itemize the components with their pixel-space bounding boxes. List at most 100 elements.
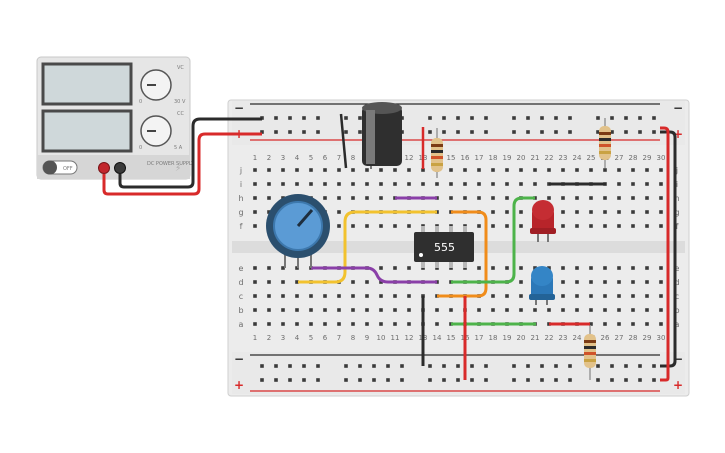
breadboard-hole[interactable] — [407, 294, 411, 298]
breadboard-hole[interactable] — [295, 280, 299, 284]
rail-hole[interactable] — [344, 364, 348, 368]
breadboard-hole[interactable] — [533, 308, 537, 312]
rail-hole[interactable] — [358, 364, 362, 368]
breadboard-hole[interactable] — [393, 168, 397, 172]
rail-hole[interactable] — [470, 364, 474, 368]
breadboard-hole[interactable] — [253, 196, 257, 200]
breadboard-hole[interactable] — [547, 266, 551, 270]
breadboard-hole[interactable] — [267, 266, 271, 270]
rail-hole[interactable] — [428, 378, 432, 382]
breadboard-hole[interactable] — [659, 182, 663, 186]
breadboard-hole[interactable] — [323, 322, 327, 326]
rail-hole[interactable] — [610, 116, 614, 120]
breadboard-hole[interactable] — [351, 224, 355, 228]
breadboard-hole[interactable] — [379, 182, 383, 186]
breadboard-hole[interactable] — [575, 168, 579, 172]
rail-hole[interactable] — [526, 364, 530, 368]
rail-hole[interactable] — [638, 364, 642, 368]
rail-hole[interactable] — [624, 364, 628, 368]
breadboard-hole[interactable] — [309, 294, 313, 298]
breadboard-hole[interactable] — [491, 294, 495, 298]
breadboard-hole[interactable] — [645, 168, 649, 172]
breadboard-hole[interactable] — [379, 322, 383, 326]
rail-hole[interactable] — [512, 364, 516, 368]
breadboard-hole[interactable] — [253, 210, 257, 214]
breadboard-hole[interactable] — [337, 294, 341, 298]
rail-hole[interactable] — [288, 364, 292, 368]
breadboard-hole[interactable] — [281, 168, 285, 172]
rail-hole[interactable] — [358, 378, 362, 382]
breadboard-hole[interactable] — [561, 210, 565, 214]
power-switch[interactable]: OFF — [42, 160, 78, 175]
breadboard-hole[interactable] — [351, 168, 355, 172]
breadboard-hole[interactable] — [617, 182, 621, 186]
breadboard-hole[interactable] — [337, 210, 341, 214]
breadboard-hole[interactable] — [267, 294, 271, 298]
breadboard-hole[interactable] — [295, 294, 299, 298]
breadboard-hole[interactable] — [631, 210, 635, 214]
breadboard-hole[interactable] — [645, 210, 649, 214]
resistor-r3[interactable] — [584, 325, 596, 380]
rail-hole[interactable] — [456, 116, 460, 120]
rail-hole[interactable] — [512, 116, 516, 120]
breadboard-hole[interactable] — [477, 224, 481, 228]
breadboard-hole[interactable] — [491, 168, 495, 172]
breadboard-hole[interactable] — [323, 168, 327, 172]
breadboard-hole[interactable] — [617, 322, 621, 326]
led-blue[interactable] — [529, 266, 555, 305]
breadboard-hole[interactable] — [589, 308, 593, 312]
negative-terminal[interactable] — [114, 162, 126, 174]
breadboard-hole[interactable] — [631, 266, 635, 270]
rail-hole[interactable] — [456, 378, 460, 382]
breadboard-hole[interactable] — [603, 308, 607, 312]
breadboard-hole[interactable] — [491, 224, 495, 228]
breadboard-hole[interactable] — [337, 196, 341, 200]
rail-hole[interactable] — [316, 130, 320, 134]
rail-hole[interactable] — [274, 364, 278, 368]
breadboard-hole[interactable] — [603, 196, 607, 200]
breadboard-hole[interactable] — [561, 308, 565, 312]
rail-hole[interactable] — [302, 378, 306, 382]
breadboard-hole[interactable] — [323, 308, 327, 312]
breadboard-hole[interactable] — [477, 308, 481, 312]
rail-hole[interactable] — [596, 378, 600, 382]
breadboard-hole[interactable] — [603, 210, 607, 214]
breadboard-hole[interactable] — [351, 322, 355, 326]
rail-hole[interactable] — [372, 378, 376, 382]
rail-hole[interactable] — [568, 130, 572, 134]
rail-hole[interactable] — [442, 116, 446, 120]
breadboard-hole[interactable] — [379, 224, 383, 228]
breadboard-hole[interactable] — [393, 322, 397, 326]
breadboard-hole[interactable] — [351, 280, 355, 284]
breadboard-hole[interactable] — [659, 210, 663, 214]
rail-hole[interactable] — [596, 116, 600, 120]
breadboard-hole[interactable] — [295, 322, 299, 326]
breadboard-hole[interactable] — [631, 294, 635, 298]
breadboard-hole[interactable] — [631, 182, 635, 186]
breadboard-hole[interactable] — [365, 196, 369, 200]
rail-hole[interactable] — [456, 130, 460, 134]
breadboard-hole[interactable] — [463, 168, 467, 172]
breadboard-hole[interactable] — [491, 182, 495, 186]
breadboard-hole[interactable] — [267, 196, 271, 200]
rail-hole[interactable] — [624, 378, 628, 382]
breadboard-hole[interactable] — [393, 182, 397, 186]
breadboard-hole[interactable] — [477, 182, 481, 186]
rail-hole[interactable] — [288, 116, 292, 120]
breadboard-hole[interactable] — [309, 308, 313, 312]
potentiometer[interactable] — [266, 194, 330, 268]
breadboard-hole[interactable] — [477, 266, 481, 270]
breadboard-hole[interactable] — [463, 182, 467, 186]
breadboard-hole[interactable] — [631, 168, 635, 172]
rail-hole[interactable] — [554, 378, 558, 382]
breadboard-hole[interactable] — [407, 322, 411, 326]
breadboard-hole[interactable] — [505, 210, 509, 214]
breadboard-hole[interactable] — [547, 196, 551, 200]
rail-hole[interactable] — [484, 116, 488, 120]
current-knob[interactable] — [140, 115, 172, 147]
breadboard-hole[interactable] — [295, 168, 299, 172]
breadboard-hole[interactable] — [659, 196, 663, 200]
breadboard-hole[interactable] — [575, 280, 579, 284]
rail-hole[interactable] — [540, 364, 544, 368]
breadboard-hole[interactable] — [351, 294, 355, 298]
